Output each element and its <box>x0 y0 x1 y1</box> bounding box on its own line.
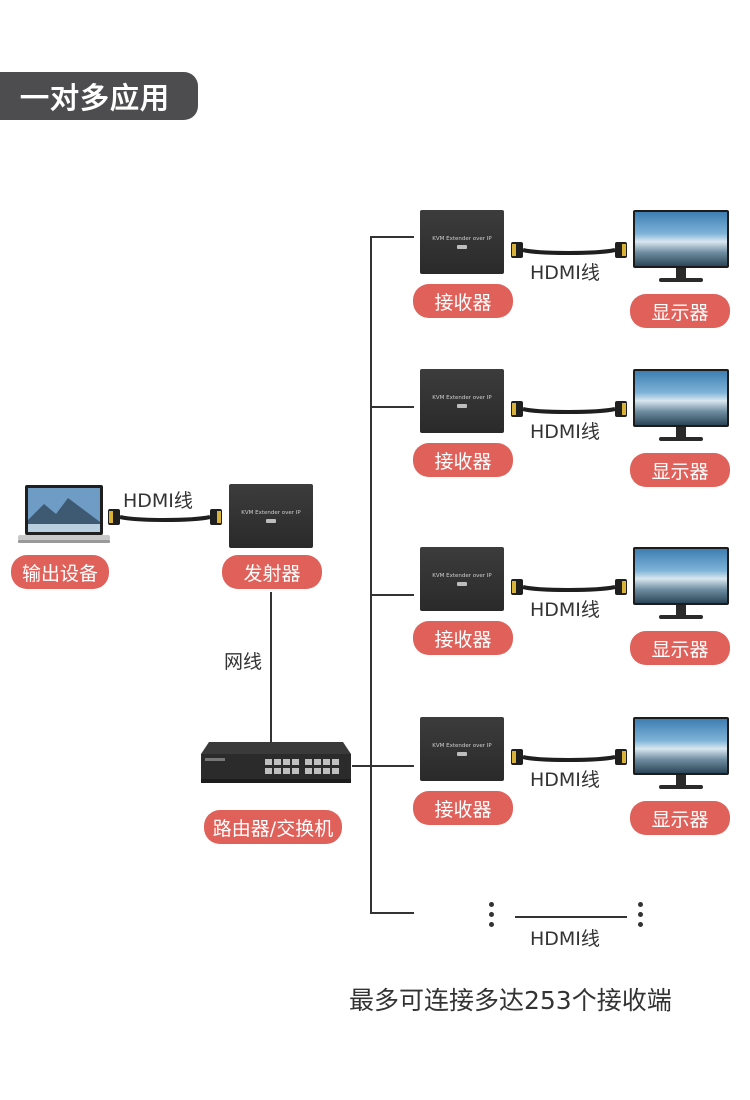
monitor-base <box>659 785 703 789</box>
receiver-badge <box>457 752 467 756</box>
transmitter-device-text: KVM Extender over IP <box>241 510 301 516</box>
receiver-device-text: KVM Extender over IP <box>432 236 492 242</box>
receiver-label: 接收器 <box>413 284 513 318</box>
monitor-screen <box>633 717 729 775</box>
receiver-hdmi-label: HDMI线 <box>530 421 600 443</box>
monitor-stand <box>676 268 686 278</box>
source-device-label: 输出设备 <box>11 555 109 589</box>
monitor-screen <box>633 210 729 268</box>
section-title: 一对多应用 <box>0 72 198 120</box>
monitor-icon <box>633 210 729 284</box>
receiver-label: 接收器 <box>413 791 513 825</box>
hdmi-cable-receiver <box>511 579 627 595</box>
switch-icon <box>201 742 351 783</box>
bus-branch-4 <box>352 765 414 767</box>
receiver-device-text: KVM Extender over IP <box>432 395 492 401</box>
laptop-icon <box>18 485 110 543</box>
receiver-label: 接收器 <box>413 443 513 477</box>
receiver-device: KVM Extender over IP <box>420 369 504 433</box>
monitor-base <box>659 278 703 282</box>
hdmi-cable-receiver <box>511 401 627 417</box>
display-label: 显示器 <box>630 801 730 835</box>
hdmi-cable-receiver <box>511 749 627 765</box>
bus-branch-2 <box>370 406 414 408</box>
bus-branch-3 <box>370 594 414 596</box>
more-displays-dots <box>638 902 643 932</box>
network-cable-label: 网线 <box>224 651 263 673</box>
monitor-icon <box>633 717 729 791</box>
receiver-device-text: KVM Extender over IP <box>432 743 492 749</box>
bus-branch-1 <box>370 236 414 238</box>
receiver-badge <box>457 582 467 586</box>
receiver-badge <box>457 404 467 408</box>
receiver-hdmi-label: HDMI线 <box>530 599 600 621</box>
monitor-stand <box>676 605 686 615</box>
source-hdmi-label: HDMI线 <box>123 490 193 512</box>
hdmi-cable-source <box>108 509 222 525</box>
capacity-caption: 最多可连接多达253个接收端 <box>349 986 672 1015</box>
display-label: 显示器 <box>630 294 730 328</box>
network-cable-line <box>270 592 272 742</box>
monitor-icon <box>633 369 729 443</box>
receiver-hdmi-label: HDMI线 <box>530 769 600 791</box>
transmitter-device: KVM Extender over IP <box>229 484 313 548</box>
monitor-base <box>659 437 703 441</box>
monitor-screen <box>633 547 729 605</box>
monitor-icon <box>633 547 729 621</box>
bus-branch-5 <box>370 912 414 914</box>
more-hdmi-label: HDMI线 <box>530 928 600 950</box>
bus-line-vertical <box>370 236 372 914</box>
display-label: 显示器 <box>630 453 730 487</box>
switch-label: 路由器/交换机 <box>204 810 342 844</box>
receiver-badge <box>457 245 467 249</box>
hdmi-cable-receiver <box>511 242 627 258</box>
monitor-stand <box>676 775 686 785</box>
monitor-screen <box>633 369 729 427</box>
monitor-base <box>659 615 703 619</box>
receiver-device-text: KVM Extender over IP <box>432 573 492 579</box>
receiver-label: 接收器 <box>413 621 513 655</box>
receiver-device: KVM Extender over IP <box>420 547 504 611</box>
receiver-device: KVM Extender over IP <box>420 717 504 781</box>
receiver-hdmi-label: HDMI线 <box>530 262 600 284</box>
receiver-device: KVM Extender over IP <box>420 210 504 274</box>
more-receivers-dots <box>489 902 494 932</box>
display-label: 显示器 <box>630 631 730 665</box>
transmitter-badge <box>266 519 276 523</box>
monitor-stand <box>676 427 686 437</box>
more-hdmi-line <box>515 916 627 918</box>
transmitter-label: 发射器 <box>222 555 322 589</box>
